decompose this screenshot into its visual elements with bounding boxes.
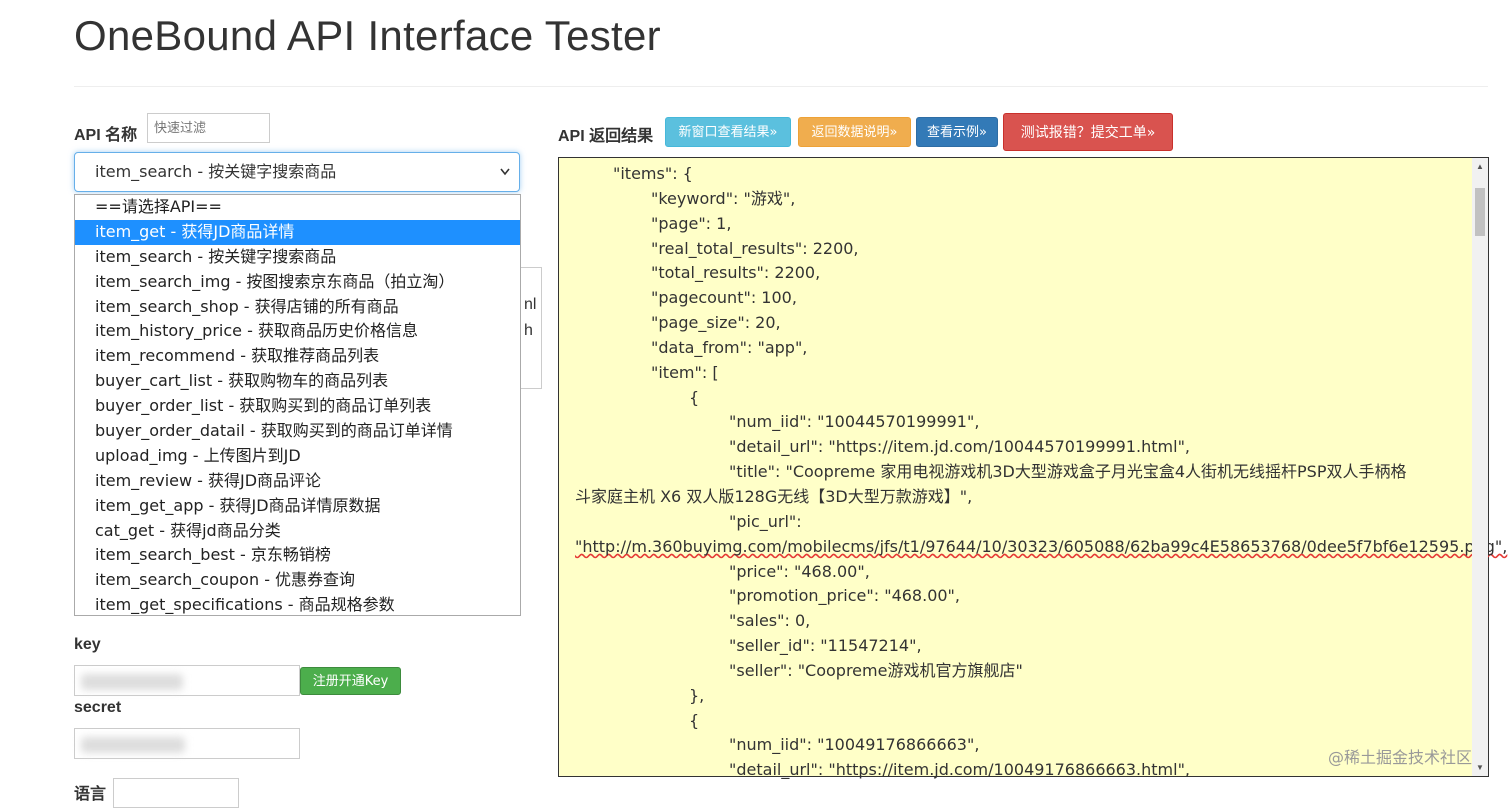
view-example-button[interactable]: 查看示例» (916, 117, 998, 147)
api-option[interactable]: ==请选择API== (95, 197, 222, 216)
report-error-button[interactable]: 测试报错？提交工单» (1003, 113, 1173, 151)
key-input[interactable] (74, 665, 300, 696)
json-line: "real_total_results": 2200, (651, 238, 859, 258)
lang-select[interactable] (113, 778, 239, 808)
divider (74, 86, 1488, 87)
json-line: "pagecount": 100, (651, 288, 797, 308)
json-line: "page": 1, (651, 213, 732, 233)
json-line: "title": "Coopreme 家用电视游戏机3D大型游戏盒子月光宝盒4人… (729, 462, 1407, 482)
json-line: "sales": 0, (729, 611, 811, 631)
api-select-value: item_search - 按关键字搜索商品 (95, 162, 337, 181)
json-line: "seller": "Coopreme游戏机官方旗舰店" (729, 660, 1023, 680)
json-line: "http://m.360buyimg.com/mobilecms/jfs/t1… (575, 536, 1508, 556)
api-option[interactable]: item_review - 获得JD商品评论 (95, 470, 322, 490)
api-option[interactable]: item_get_app - 获得JD商品详情原数据 (95, 495, 381, 515)
secret-label: secret (74, 699, 122, 716)
api-select[interactable]: item_search - 按关键字搜索商品 (74, 152, 520, 192)
api-option[interactable]: buyer_order_list - 获取购买到的商品订单列表 (95, 396, 432, 416)
api-name-label: API 名称 (74, 127, 138, 144)
json-line: { (689, 710, 700, 730)
data-description-button[interactable]: 返回数据说明» (798, 117, 911, 147)
api-option[interactable]: item_search_shop - 获得店铺的所有商品 (95, 296, 399, 316)
json-line: "total_results": 2200, (651, 263, 821, 283)
api-option[interactable]: buyer_order_datail - 获取购买到的商品订单详情 (95, 421, 453, 441)
json-output: "items": { "keyword": "游戏", "page": 1, "… (575, 162, 1508, 783)
result-textarea[interactable]: "items": { "keyword": "游戏", "page": 1, "… (558, 157, 1507, 779)
json-line: "items": { (613, 164, 693, 183)
json-line: "page_size": 20, (651, 313, 781, 333)
api-option[interactable]: item_search_coupon - 优惠券查询 (95, 570, 356, 590)
json-line: "price": "468.00", (729, 561, 870, 581)
params-textarea-edge: nl h (520, 267, 542, 389)
api-option[interactable]: item_search_img - 按图搜索京东商品（拍立淘） (95, 271, 455, 291)
scroll-up-icon[interactable]: ▲ (1476, 162, 1484, 171)
params-text-fragment: nl (524, 296, 537, 313)
json-line: "detail_url": "https://item.jd.com/10049… (729, 760, 1191, 780)
params-text-fragment: h (524, 322, 533, 339)
redacted-value (81, 737, 185, 753)
api-option[interactable]: item_search - 按关键字搜索商品 (95, 246, 337, 266)
api-option[interactable]: upload_img - 上传图片到JD (95, 445, 301, 465)
json-line: "num_iid": "10049176866663", (729, 735, 980, 755)
key-label: key (74, 636, 101, 653)
lang-label: 语言 (74, 786, 107, 803)
redacted-value (81, 674, 183, 690)
api-option[interactable]: buyer_cart_list - 获取购物车的商品列表 (95, 371, 389, 391)
api-option[interactable]: item_search_best - 京东畅销榜 (95, 545, 331, 565)
json-line: "promotion_price": "468.00", (729, 586, 960, 606)
json-line: "detail_url": "https://item.jd.com/10044… (729, 437, 1191, 457)
api-option[interactable]: item_get - 获得JD商品详情 (75, 219, 520, 245)
secret-input[interactable] (74, 728, 300, 759)
json-line: "pic_url": (729, 511, 802, 531)
chevron-down-icon (499, 153, 511, 207)
json-line: "num_iid": "10044570199991", (729, 412, 980, 432)
json-line: "item": [ (651, 362, 719, 382)
json-line: { (689, 387, 700, 407)
scroll-down-icon[interactable]: ▼ (1476, 763, 1484, 772)
vertical-scrollbar[interactable]: ▲ ▼ (1472, 158, 1488, 776)
api-dropdown-list[interactable]: ==请选择API== item_get - 获得JD商品详情 item_sear… (74, 194, 521, 616)
api-option[interactable]: item_get_specifications - 商品规格参数 (95, 595, 395, 615)
page-title: OneBound API Interface Tester (74, 12, 661, 59)
new-window-button[interactable]: 新窗口查看结果» (665, 117, 791, 147)
json-line: }, (689, 685, 705, 705)
api-option[interactable]: item_history_price - 获取商品历史价格信息 (95, 321, 418, 341)
json-line: "seller_id": "11547214", (729, 636, 922, 656)
api-option[interactable]: cat_get - 获得jd商品分类 (95, 520, 281, 540)
api-filter-input[interactable] (147, 113, 270, 143)
scrollbar-thumb[interactable] (1475, 188, 1485, 236)
json-line: 斗家庭主机 X6 双人版128G无线【3D大型万款游戏】", (575, 486, 973, 506)
json-line: "data_from": "app", (651, 337, 808, 357)
json-line: "keyword": "游戏", (651, 188, 796, 208)
result-label: API 返回结果 (558, 128, 654, 145)
watermark: @稀土掘金技术社区 (1328, 748, 1473, 767)
register-key-button[interactable]: 注册开通Key (300, 667, 401, 695)
api-option[interactable]: item_recommend - 获取推荐商品列表 (95, 346, 380, 366)
